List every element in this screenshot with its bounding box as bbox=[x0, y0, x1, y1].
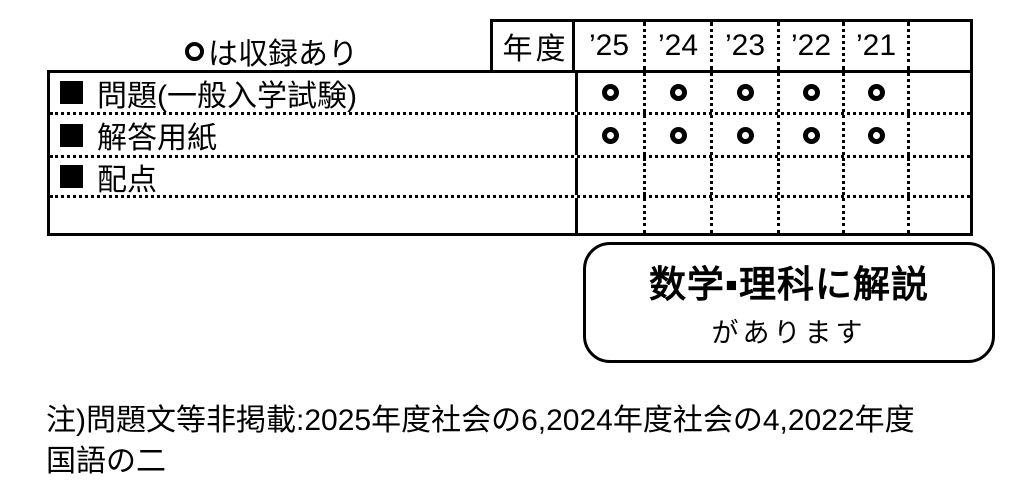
circle-mark-icon bbox=[669, 84, 687, 101]
callout-box: 数学▪理科に解説 があります bbox=[583, 242, 995, 363]
year-cells bbox=[575, 115, 970, 155]
circle-mark-icon bbox=[736, 126, 754, 144]
circle-mark-icon bbox=[669, 126, 687, 144]
year-cells bbox=[575, 73, 970, 112]
availability-cell bbox=[578, 158, 643, 195]
legend: は収録あり bbox=[185, 29, 358, 73]
year-header-label-text: 年度 bbox=[502, 33, 569, 66]
table-row: 配点 bbox=[50, 155, 970, 195]
availability-cell bbox=[643, 115, 710, 155]
availability-table-body: 問題(一般入学試験) 解答用紙配点 bbox=[47, 70, 973, 236]
availability-cell bbox=[578, 115, 643, 155]
availability-cell bbox=[710, 115, 777, 155]
row-label: 解答用紙 bbox=[50, 115, 575, 155]
table-row bbox=[50, 195, 970, 233]
row-label: 問題(一般入学試験) bbox=[50, 73, 575, 112]
year-column-22: ’22 bbox=[777, 22, 842, 70]
availability-cell bbox=[842, 198, 907, 233]
year-column-21: ’21 bbox=[842, 22, 907, 70]
availability-cell bbox=[578, 73, 643, 112]
availability-cell bbox=[907, 158, 970, 195]
circle-mark-icon bbox=[602, 84, 619, 101]
legend-text: は収録あり bbox=[208, 38, 358, 71]
year-column-empty bbox=[907, 22, 970, 70]
row-label: 配点 bbox=[50, 158, 575, 195]
year-header-label: 年度 bbox=[490, 19, 575, 73]
availability-cell bbox=[907, 198, 970, 233]
availability-cell bbox=[777, 198, 842, 233]
row-label-text: 解答用紙 bbox=[97, 122, 217, 155]
row-label-text: 問題(一般入学試験) bbox=[97, 79, 357, 113]
black-square-bullet-icon bbox=[60, 81, 83, 104]
availability-cell bbox=[710, 158, 777, 195]
row-label bbox=[50, 198, 575, 233]
circle-mark-icon bbox=[185, 41, 204, 61]
row-label-text: 配点 bbox=[97, 163, 157, 196]
callout-line1: 数学▪理科に解説 bbox=[648, 264, 930, 305]
circle-mark-icon bbox=[736, 84, 754, 101]
availability-cell bbox=[710, 198, 777, 233]
table-row: 解答用紙 bbox=[50, 112, 970, 155]
availability-cell bbox=[643, 73, 710, 112]
year-cells bbox=[575, 158, 970, 195]
availability-cell bbox=[907, 115, 970, 155]
availability-cell bbox=[842, 158, 907, 195]
year-header-row: ’25 ’24’23’22’21 bbox=[572, 19, 973, 70]
availability-cell bbox=[643, 198, 710, 233]
availability-cell bbox=[777, 73, 842, 112]
year-column-24: ’24 bbox=[643, 22, 710, 70]
footnote-line1: 注)問題文等非掲載:2025年度社会の6,2024年度社会の4,2022年度 bbox=[46, 404, 915, 437]
availability-cell bbox=[777, 158, 842, 195]
circle-mark-icon bbox=[867, 126, 885, 144]
callout-line2: があります bbox=[711, 318, 867, 348]
circle-mark-icon bbox=[802, 84, 820, 101]
circle-mark-icon bbox=[802, 126, 820, 144]
year-column-23: ’23 bbox=[710, 22, 777, 70]
footnote-line2: 国語の二 bbox=[46, 445, 166, 478]
availability-cell bbox=[578, 198, 643, 233]
circle-mark-icon bbox=[867, 84, 885, 101]
black-square-bullet-icon bbox=[60, 165, 83, 188]
availability-cell bbox=[777, 115, 842, 155]
availability-cell bbox=[842, 73, 907, 112]
availability-cell bbox=[907, 73, 970, 112]
circle-mark-icon bbox=[602, 126, 619, 144]
year-cells bbox=[575, 198, 970, 233]
availability-cell bbox=[842, 115, 907, 155]
black-square-bullet-icon bbox=[60, 123, 83, 147]
table-row: 問題(一般入学試験) bbox=[50, 73, 970, 112]
year-column-25: ’25 bbox=[588, 29, 630, 62]
footnote: 注)問題文等非掲載:2025年度社会の6,2024年度社会の4,2022年度 国… bbox=[46, 400, 915, 482]
availability-cell bbox=[643, 158, 710, 195]
availability-cell bbox=[710, 73, 777, 112]
